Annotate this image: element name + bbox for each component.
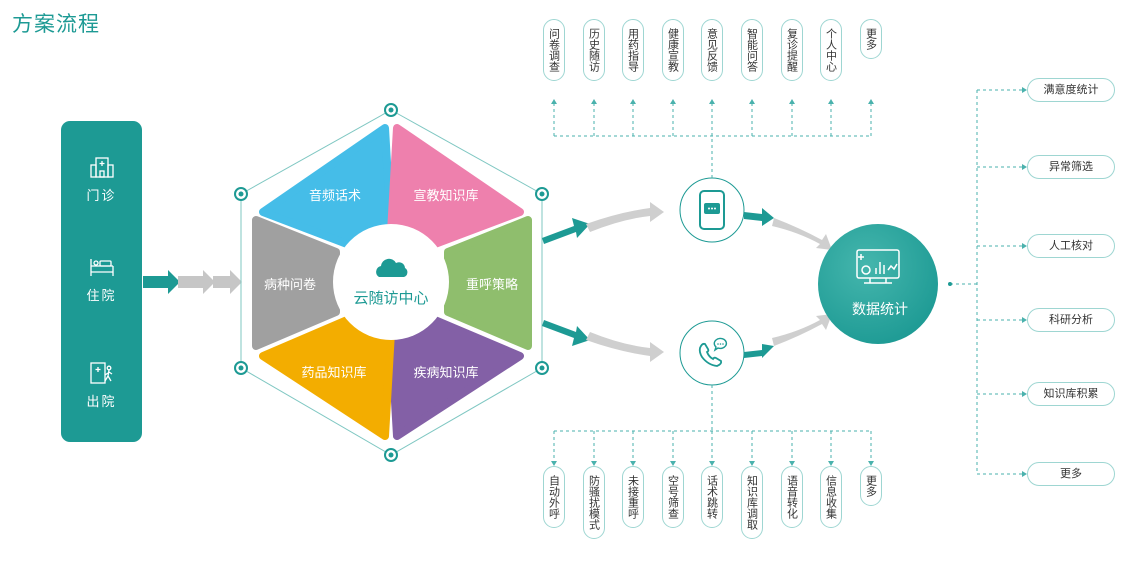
right-connector-origin [948, 282, 952, 286]
bottom-item-voice-conversion: 语音转化 [781, 466, 803, 528]
hexagon-vertex-centers [238, 107, 545, 458]
top-item-questionnaire: 问卷调查 [543, 19, 565, 81]
bottom-item-label: 自动外呼 [547, 475, 561, 519]
hospital-icon [89, 157, 114, 178]
segment-education-kb [387, 124, 524, 248]
top-item-health-education: 健康宣教 [662, 19, 684, 81]
bottom-item-empty-number-check: 空号筛查 [662, 466, 684, 528]
top-connector-arrowheads [551, 99, 874, 104]
input-arrow-3 [213, 270, 242, 294]
bottom-item-label: 防骚扰模式 [587, 475, 601, 530]
segment-recall-strategy [444, 216, 532, 350]
top-item-label: 智能问答 [745, 28, 759, 72]
top-item-personal-center: 个人中心 [820, 19, 842, 81]
bottom-connectors [553, 385, 872, 461]
segment-label-audio-script: 音频话术 [309, 188, 361, 204]
call-out-arrow-gray [772, 314, 832, 346]
left-arrows [143, 270, 242, 294]
segment-label-disease-kb: 疾病知识库 [413, 365, 478, 381]
bottom-item-info-collection: 信息收集 [820, 466, 842, 528]
upper-arrow-teal [542, 218, 590, 244]
bottom-item-label: 空号筛查 [666, 475, 680, 519]
bottom-item-label: 语音转化 [785, 475, 799, 519]
bottom-item-kb-retrieval: 知识库调取 [741, 466, 763, 539]
right-item-anomaly-screening: 异常筛选 [1027, 155, 1115, 179]
monitor-chart-icon [856, 249, 900, 284]
source-item-clinic: 门诊 [61, 155, 142, 204]
bottom-item-more: 更多 [860, 466, 882, 506]
source-item-discharge: 出院 [61, 361, 142, 410]
segment-label-drug-kb: 药品知识库 [301, 365, 366, 381]
top-connectors [553, 104, 872, 178]
center-label: 云随访中心 [353, 289, 428, 307]
bottom-item-label: 未接重呼 [626, 475, 640, 519]
bottom-item-script-jump: 话术跳转 [701, 466, 723, 528]
source-item-inpatient: 住院 [61, 255, 142, 304]
hexagon-vertices [234, 103, 549, 462]
page-title: 方案流程 [12, 12, 100, 36]
call-out-arrow-teal [744, 344, 774, 358]
telephone-call-icon [698, 337, 728, 367]
bottom-connector-arrowheads [551, 461, 874, 466]
segment-label-disease-questionnaire: 病种问卷 [264, 277, 316, 293]
right-item-satisfaction-stats: 满意度统计 [1027, 78, 1115, 102]
top-item-medication-guide: 用药指导 [622, 19, 644, 81]
bottom-item-label: 知识库调取 [745, 475, 759, 530]
bottom-item-label: 信息收集 [824, 475, 838, 519]
bottom-item-label: 更多 [864, 475, 878, 497]
stats-node-circle [818, 224, 938, 344]
top-item-more: 更多 [860, 19, 882, 59]
bottom-item-anti-harass: 防骚扰模式 [583, 466, 605, 539]
call-node-circle [679, 320, 745, 386]
cloud-icon [376, 258, 408, 277]
lower-arrow-teal [542, 320, 590, 346]
top-item-label: 历史随访 [587, 28, 601, 72]
upper-arrow-gray [586, 202, 664, 232]
discharge-icon [89, 362, 112, 384]
top-item-history-followup: 历史随访 [583, 19, 605, 81]
bottom-item-auto-call: 自动外呼 [543, 466, 565, 528]
mobile-phone-icon [699, 190, 725, 230]
top-item-label: 健康宣教 [666, 28, 680, 72]
center-circle [333, 224, 449, 340]
right-item-research-analysis: 科研分析 [1027, 308, 1115, 332]
source-label-discharge: 出院 [86, 395, 117, 410]
bed-icon [89, 259, 114, 276]
right-connectors [950, 89, 1022, 475]
lower-arrow-gray [586, 332, 664, 362]
segment-disease-questionnaire [252, 216, 340, 350]
top-item-label: 个人中心 [824, 28, 838, 72]
call-node [679, 320, 745, 386]
top-item-feedback: 意见反馈 [701, 19, 723, 81]
right-item-more: 更多 [1027, 462, 1115, 486]
phone-out-arrow-teal [744, 208, 774, 226]
right-item-kb-accumulation: 知识库积累 [1027, 382, 1115, 406]
source-label-clinic: 门诊 [86, 189, 117, 204]
stats-label: 数据统计 [852, 302, 908, 318]
bottom-item-label: 话术跳转 [705, 475, 719, 519]
segment-label-education-kb: 宣教知识库 [413, 188, 478, 204]
top-item-label: 意见反馈 [705, 28, 719, 72]
source-panel: 门诊 住院 出院 [61, 121, 142, 442]
right-item-manual-review: 人工核对 [1027, 234, 1115, 258]
top-item-smart-qa: 智能问答 [741, 19, 763, 81]
flow-arrows [542, 202, 832, 362]
top-item-revisit-reminder: 复诊提醒 [781, 19, 803, 81]
input-arrow-2 [178, 270, 215, 294]
top-item-label: 用药指导 [626, 28, 640, 72]
phone-out-arrow-gray [772, 218, 832, 250]
right-connector-arrowheads [1022, 87, 1027, 477]
input-arrow-1 [143, 270, 180, 294]
top-item-label: 更多 [864, 28, 878, 50]
app-node [679, 177, 745, 243]
top-item-label: 复诊提醒 [785, 28, 799, 72]
source-label-inpatient: 住院 [86, 289, 117, 304]
bottom-item-missed-recall: 未接重呼 [622, 466, 644, 528]
segment-label-recall-strategy: 重呼策略 [466, 277, 518, 293]
top-item-label: 问卷调查 [547, 28, 561, 72]
